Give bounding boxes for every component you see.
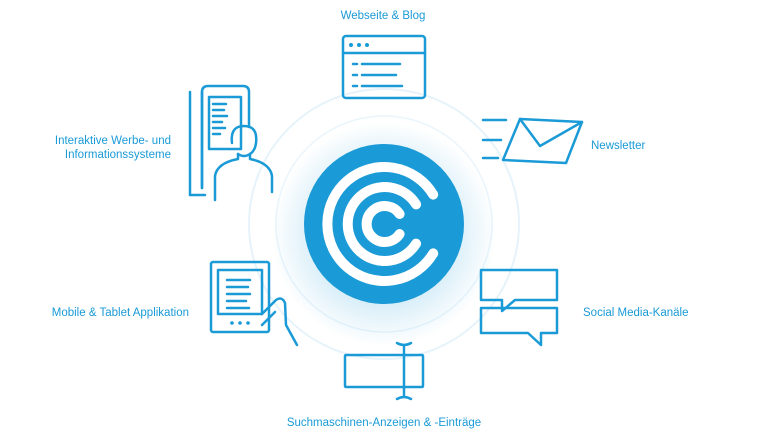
label-website: Webseite & Blog: [340, 10, 426, 22]
search-bar-icon: [343, 341, 425, 401]
speech-bubbles-icon: [479, 268, 559, 347]
label-search-ads: Suchmaschinen-Anzeigen & -Einträge: [286, 417, 482, 429]
label-interactive-systems: Interaktive Werbe- und Informationssyste…: [54, 135, 171, 161]
kiosk-person-icon: [188, 84, 274, 202]
envelope-icon: [481, 117, 584, 165]
label-mobile-tablet: Mobile & Tablet Applikation: [51, 307, 189, 319]
label-newsletter: Newsletter: [591, 140, 646, 152]
label-social-media: Social Media-Kanäle: [583, 307, 689, 319]
browser-window-icon: [341, 34, 427, 100]
tablet-hand-icon: [209, 260, 299, 347]
orbit-ring-outer: [248, 88, 520, 360]
concentric-c-logo-icon: [304, 144, 464, 304]
